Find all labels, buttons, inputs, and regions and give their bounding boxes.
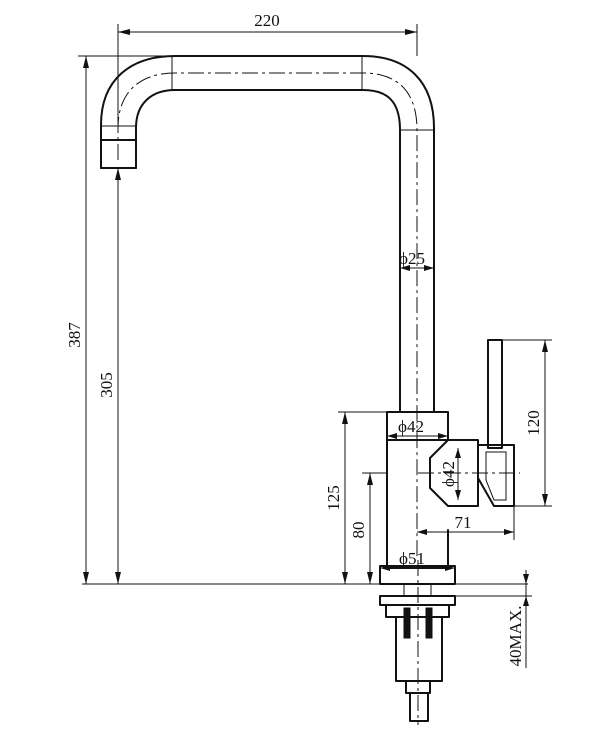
label-overall-height: 387 (65, 322, 84, 348)
handle-cap-detail (485, 451, 507, 501)
mounting-shank (395, 616, 443, 682)
dim-125-arrow-top (342, 412, 348, 424)
dim-305-arrow-top (115, 168, 121, 180)
handle (418, 339, 520, 507)
handle-hub (429, 439, 479, 507)
mounting-assembly (379, 560, 456, 725)
dim-387-arrow-bottom (83, 572, 89, 584)
dim-220-arrow-left (118, 29, 130, 35)
spout-inner-contour (135, 89, 401, 413)
dimension-labels: 220 387 305 ϕ25 ϕ42 ϕ42 125 80 120 71 ϕ5… (65, 11, 543, 666)
label-handle-height: 80 (349, 522, 368, 539)
dimension-lines (78, 24, 552, 668)
dim-80-arrow-bottom (367, 572, 373, 584)
dim-125-arrow-bottom (342, 572, 348, 584)
spout-centerline (117, 72, 418, 560)
dim-40max-arrow-top (523, 574, 529, 584)
label-max-deck-thickness: 40MAX. (506, 606, 525, 667)
label-spout-reach: 220 (254, 11, 280, 30)
dim-80-arrow-top (367, 473, 373, 485)
dim-120-arrow-top (542, 340, 548, 352)
dim-71-arrow-right (504, 529, 514, 535)
spout (100, 55, 435, 560)
dim-phi42-body-arrow-left (387, 433, 397, 439)
label-spout-height: 305 (97, 372, 116, 398)
handle-lever (487, 339, 503, 449)
dim-40max-arrow-bottom (523, 596, 529, 606)
label-body-diameter: ϕ42 (398, 417, 424, 436)
shank-thread-right (425, 607, 433, 639)
dim-387-arrow-top (83, 56, 89, 68)
spout-outer-contour (100, 55, 435, 413)
dim-phi25-arrow-left (400, 265, 410, 271)
label-handle-projection: 71 (455, 513, 472, 532)
dim-phi42-body-arrow-right (438, 433, 448, 439)
label-spout-diameter: ϕ25 (399, 249, 425, 268)
dim-phi42-hub-arrow-bottom (455, 490, 461, 500)
dim-phi25-arrow-right (424, 265, 434, 271)
dim-phi42-hub-arrow-top (455, 448, 461, 458)
dim-phi51-arrow-right (445, 565, 455, 571)
label-base-diameter: ϕ51 (399, 549, 425, 568)
dim-120-arrow-bottom (542, 494, 548, 506)
handle-cap (477, 444, 515, 507)
supply-hose (409, 692, 429, 722)
shank-thread-left (403, 607, 411, 639)
label-handle-length: 120 (524, 410, 543, 436)
dim-305-arrow-bottom (115, 572, 121, 584)
dim-phi51-arrow-left (380, 565, 390, 571)
dim-71-arrow-left (417, 529, 427, 535)
dim-220-arrow-right (405, 29, 417, 35)
label-handle-hub-diameter: ϕ42 (439, 461, 458, 487)
label-body-height: 125 (324, 485, 343, 511)
